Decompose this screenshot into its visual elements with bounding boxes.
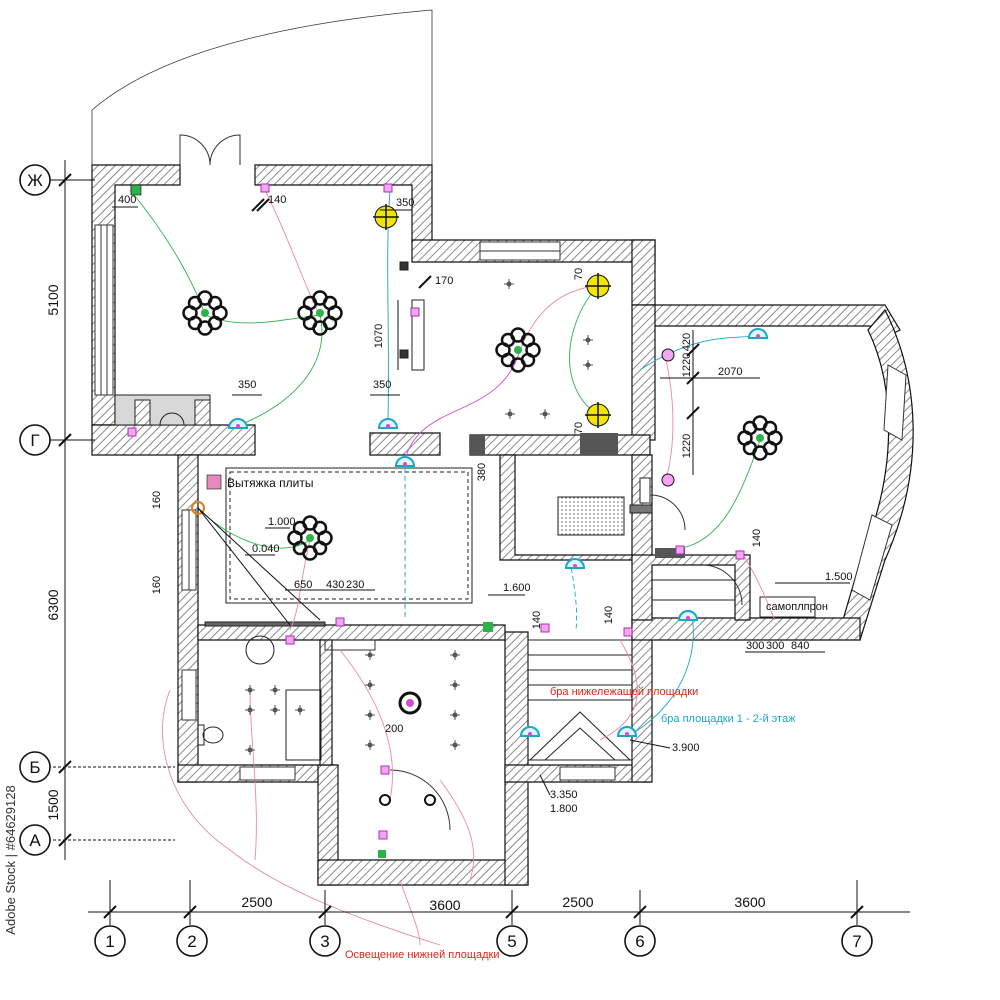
dim-2500-b: 2500 [562, 894, 593, 910]
svg-text:230: 230 [346, 579, 364, 591]
svg-text:430: 430 [326, 579, 344, 591]
left-dimension-labels: 5100 6300 1500 [45, 284, 61, 820]
wall-left-lower [177, 454, 199, 783]
label-panel: самоплпрон [766, 601, 828, 613]
svg-text:380: 380 [476, 463, 488, 481]
svg-text:420: 420 [681, 333, 693, 351]
svg-text:1.800: 1.800 [550, 803, 578, 815]
svg-text:350: 350 [373, 379, 391, 391]
svg-text:6: 6 [635, 932, 644, 951]
svg-text:160: 160 [151, 491, 163, 509]
label-sconce-landing: бра площадки 1 - 2-й этаж [661, 713, 796, 725]
axis-letter-bubbles: Ж Г Б А [19, 164, 51, 856]
svg-text:650: 650 [294, 579, 312, 591]
axis-bubble-3: 3 [309, 925, 341, 957]
svg-text:1070: 1070 [373, 324, 385, 348]
svg-text:3.900: 3.900 [672, 742, 700, 754]
wall-g-right [469, 434, 651, 456]
label-hood: Вытяжка плиты [227, 476, 314, 490]
dim-1500: 1500 [45, 789, 61, 820]
wall-right-pillar [631, 239, 656, 306]
svg-text:Б: Б [29, 758, 40, 777]
fixtures [182, 203, 783, 806]
inner-lines [114, 261, 816, 761]
svg-text:70: 70 [573, 268, 585, 280]
svg-text:1.000: 1.000 [268, 516, 296, 528]
doors [91, 9, 743, 831]
wall-h-mid [197, 624, 506, 641]
svg-text:140: 140 [268, 194, 286, 206]
svg-text:1220: 1220 [681, 434, 693, 458]
svg-text:А: А [29, 831, 41, 850]
dim-3600-a: 3600 [429, 897, 460, 913]
svg-text:7: 7 [852, 932, 861, 951]
walls [91, 164, 914, 886]
wall-int-vert [319, 639, 333, 766]
wall-h-right [631, 617, 861, 641]
axis-bubble-b: Б [19, 751, 51, 783]
svg-text:350: 350 [396, 197, 414, 209]
bottom-dimension-chain [88, 880, 910, 925]
axis-bubble-1: 1 [94, 925, 126, 957]
axis-bubble-zh: Ж [19, 164, 51, 196]
wall-bottom-mid2 [317, 859, 529, 886]
axis-bubble-a: А [19, 824, 51, 856]
axis-bubble-7: 7 [841, 925, 873, 957]
axis-bubble-2: 2 [176, 925, 208, 957]
wall-g-mid [369, 432, 441, 456]
left-dimension-chain [48, 160, 175, 860]
svg-text:350: 350 [238, 379, 256, 391]
svg-text:300: 300 [766, 640, 784, 652]
axis-bubble-g: Г [19, 424, 51, 456]
svg-text:140: 140 [751, 529, 763, 547]
svg-text:170: 170 [435, 275, 453, 287]
axis-bubble-5: 5 [496, 925, 528, 957]
wall-stair-shaft [631, 554, 751, 621]
svg-text:1.500: 1.500 [825, 571, 853, 583]
wall-g-left [91, 424, 256, 456]
dim-6300: 6300 [45, 589, 61, 620]
wall-bay-curve [839, 308, 914, 641]
wall-right-lower [631, 619, 653, 783]
svg-text:200: 200 [385, 723, 403, 735]
svg-text:400: 400 [118, 194, 136, 206]
svg-text:Ж: Ж [27, 171, 43, 190]
svg-text:0.040: 0.040 [252, 543, 280, 555]
svg-text:1: 1 [105, 932, 114, 951]
svg-text:3: 3 [320, 932, 329, 951]
svg-text:3.350: 3.350 [550, 789, 578, 801]
svg-text:70: 70 [573, 422, 585, 434]
dim-5100: 5100 [45, 284, 61, 315]
small-dimensions: 400 140 350 170 1070 350 350 70 70 420 1… [112, 194, 853, 815]
wall-bottom-right [504, 631, 529, 886]
windows [94, 224, 907, 781]
svg-text:Adobe Stock | #64629128: Adobe Stock | #64629128 [4, 785, 18, 934]
bottom-dimension-labels: 2500 3600 2500 3600 [241, 894, 765, 913]
wiring [129, 189, 776, 946]
axis-number-bubbles: 1 2 3 5 6 7 [94, 925, 873, 957]
label-sconce-lower: бра нижележащей площадки [550, 686, 698, 698]
wall-bay-left [631, 304, 656, 441]
svg-text:1.600: 1.600 [503, 582, 531, 594]
plan-labels: Вытяжка плиты бра нижележащей площадки б… [227, 476, 828, 961]
svg-text:140: 140 [603, 606, 615, 624]
wall-core [499, 454, 653, 561]
switches [127, 183, 745, 858]
svg-text:840: 840 [791, 640, 809, 652]
svg-text:Г: Г [30, 431, 39, 450]
dim-3600-b: 3600 [734, 894, 765, 910]
svg-text:5: 5 [507, 932, 516, 951]
svg-text:140: 140 [531, 611, 543, 629]
dim-2500-a: 2500 [241, 894, 272, 910]
svg-text:2: 2 [187, 932, 196, 951]
svg-text:2070: 2070 [718, 366, 742, 378]
axis-bubble-6: 6 [624, 925, 656, 957]
svg-text:1220: 1220 [681, 353, 693, 377]
watermark-stock-id: Adobe Stock | #64629128 [4, 785, 18, 934]
svg-text:300: 300 [746, 640, 764, 652]
label-lower-lighting: Освещение нижней площадки [345, 949, 499, 961]
svg-text:160: 160 [151, 576, 163, 594]
